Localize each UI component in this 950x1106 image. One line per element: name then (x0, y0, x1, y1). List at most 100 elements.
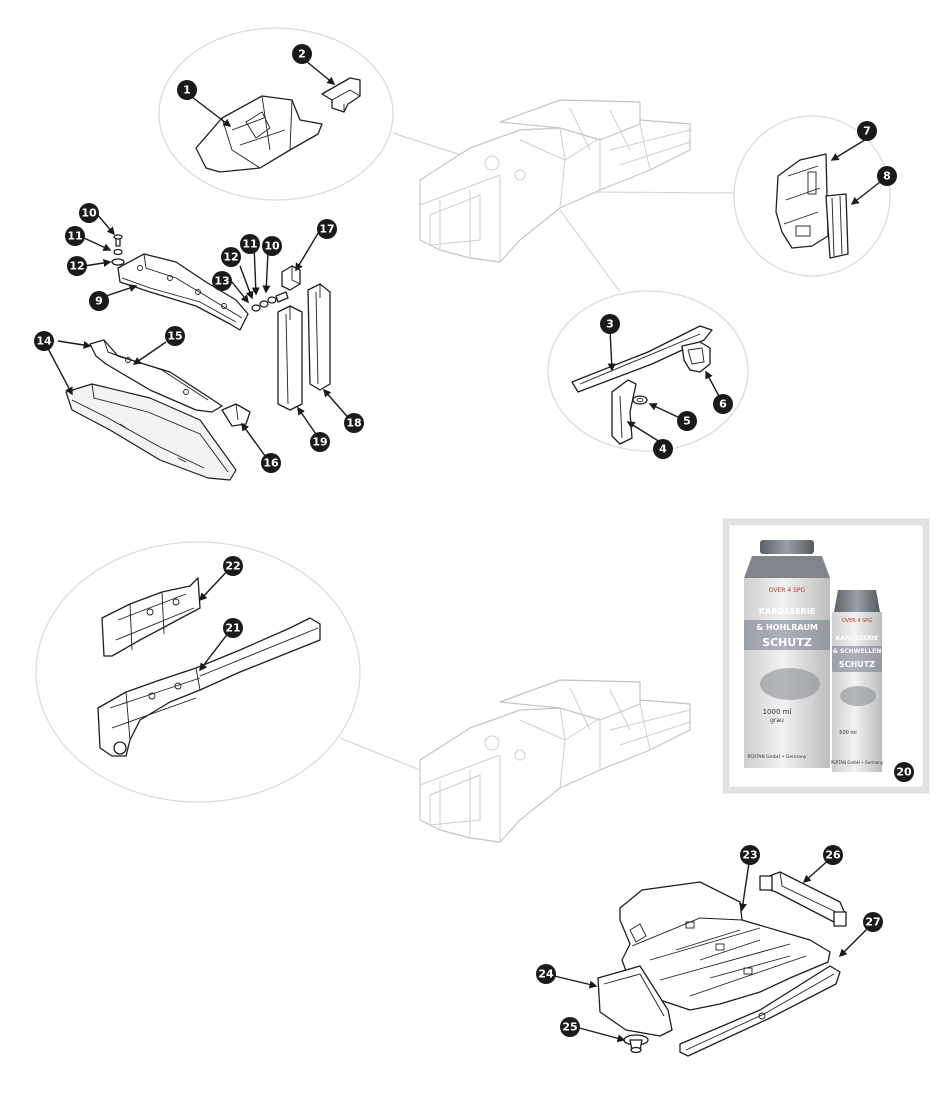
callout-badge-20: 20 (894, 762, 914, 782)
callout-badge-18: 18 (344, 413, 364, 433)
callout-badge-12-left: 12 (67, 256, 87, 276)
callout-badge-7: 7 (857, 121, 877, 141)
part-5-washer (632, 395, 648, 405)
callout-badges: 1 2 3 4 5 6 7 8 9 10 10 11 11 12 12 13 1… (34, 44, 914, 1037)
callout-badge-5: 5 (677, 411, 697, 431)
part-7-rear-panel (775, 153, 829, 249)
part-18-upright-right (307, 283, 331, 391)
part-25-grommet (623, 1034, 649, 1054)
part-12-washer-left (111, 258, 125, 266)
callout-badge-3: 3 (600, 314, 620, 334)
part-24-heel-panel (597, 965, 673, 1037)
connector-lines (339, 132, 736, 771)
callout-number: 13 (214, 275, 229, 288)
callout-number: 3 (606, 318, 614, 331)
callout-badge-22: 22 (223, 556, 243, 576)
can-large-line2: & HOHLRAUM (756, 623, 818, 632)
can-spray-line3: SCHUTZ (839, 660, 875, 669)
callout-badge-15: 15 (165, 326, 185, 346)
part-8-rear-strip (825, 193, 849, 259)
callout-badge-26: 26 (823, 845, 843, 865)
can-spray: OVER 4 SPG KAROSSERIE & SCHWELLEN SCHUTZ… (831, 590, 884, 772)
callout-badge-24: 24 (536, 964, 556, 984)
callout-number: 5 (683, 415, 691, 428)
callout-number: 8 (883, 170, 891, 183)
chassis-outline-top (419, 99, 691, 263)
chassis-outline-middle (419, 679, 691, 843)
part-14-front-valance (65, 383, 237, 481)
callout-badge-11-right: 11 (240, 234, 260, 254)
callout-badge-16: 16 (261, 453, 281, 473)
part-26-support-bracket (759, 871, 847, 927)
can-large-brand: OVER 4 SPG (769, 587, 806, 594)
part-22-front-side-panel (101, 577, 201, 657)
callout-number: 21 (225, 622, 240, 635)
can-large-volume: 1000 ml (763, 708, 792, 716)
callout-badge-13: 13 (212, 271, 232, 291)
can-spray-line2: & SCHWELLEN (833, 648, 882, 655)
part-9-crossmember (117, 253, 249, 331)
callout-badge-23: 23 (740, 845, 760, 865)
callout-number: 14 (36, 335, 52, 348)
callout-number: 22 (225, 560, 240, 573)
callout-number: 17 (319, 223, 334, 236)
callout-badge-4: 4 (653, 439, 673, 459)
callout-badge-25: 25 (560, 1017, 580, 1037)
part-23-floor-pan (619, 881, 831, 1011)
callout-badge-21: 21 (223, 618, 243, 638)
callout-badge-27: 27 (863, 912, 883, 932)
callout-number: 11 (67, 230, 82, 243)
callout-number: 4 (659, 443, 667, 456)
can-large: OVER 4 SPG KAROSSERIE & HOHLRAUM SCHUTZ … (744, 540, 830, 768)
callout-number: 19 (312, 436, 327, 449)
can-large-color: grau (770, 717, 784, 724)
callout-badge-11-left: 11 (65, 226, 85, 246)
part-1-inner-wheel-arch (195, 95, 323, 173)
callout-number: 15 (167, 330, 182, 343)
callout-badge-10-right: 10 (262, 236, 282, 256)
callout-badge-9: 9 (89, 291, 109, 311)
can-spray-line1: KAROSSERIE (836, 635, 878, 642)
part-27-floor-rail (679, 965, 841, 1057)
callout-number: 12 (69, 260, 84, 273)
can-large-line3: SCHUTZ (762, 636, 812, 649)
callout-badge-17: 17 (317, 219, 337, 239)
callout-number: 6 (719, 398, 727, 411)
callout-number: 27 (865, 916, 880, 929)
part-15-lower-crossmember (89, 339, 223, 413)
can-large-line1: KAROSSERIE (759, 607, 816, 616)
can-spray-brand: OVER 4 SPG (842, 618, 872, 624)
callout-number: 9 (95, 295, 103, 308)
can-spray-volume: 500 ml (839, 730, 856, 736)
callout-number: 10 (81, 207, 97, 220)
callout-number: 24 (538, 968, 554, 981)
callout-badge-1: 1 (177, 80, 197, 100)
callout-number: 20 (896, 766, 912, 779)
part-10-bolt-left (113, 234, 123, 247)
callout-number: 18 (346, 417, 361, 430)
callout-badge-8: 8 (877, 166, 897, 186)
callout-number: 2 (298, 48, 306, 61)
can-large-maker: PERTAN GmbH • Germany (748, 754, 807, 760)
callout-badge-12-right: 12 (221, 247, 241, 267)
part-19-upright-left (277, 305, 303, 411)
callout-badge-14: 14 (34, 331, 54, 351)
part-3-sill-strip (571, 325, 713, 393)
part-11-lock-washer-left (113, 248, 123, 256)
can-spray-maker: PERTAN GmbH • Germany (831, 760, 884, 765)
product-photo-frame: OVER 4 SPG KAROSSERIE & HOHLRAUM SCHUTZ … (722, 518, 930, 794)
part-17-angle-bracket (281, 265, 301, 291)
callout-badge-2: 2 (292, 44, 312, 64)
callout-badge-10-left: 10 (79, 203, 99, 223)
callout-number: 12 (223, 251, 238, 264)
part-6-closing-panel (681, 341, 711, 373)
callout-number: 16 (263, 457, 279, 470)
callout-number: 7 (863, 125, 871, 138)
part-16-small-bracket (221, 403, 251, 427)
callout-badge-19: 19 (310, 432, 330, 452)
callout-number: 25 (562, 1021, 577, 1034)
callout-number: 23 (742, 849, 757, 862)
callout-number: 10 (264, 240, 280, 253)
callout-number: 1 (183, 84, 191, 97)
